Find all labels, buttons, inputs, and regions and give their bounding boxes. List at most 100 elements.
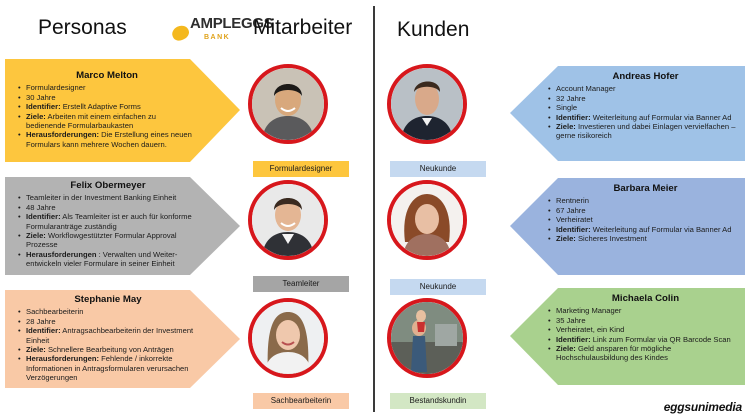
person-photo-icon xyxy=(391,68,463,140)
attribute-label: Ziele: xyxy=(556,234,576,244)
attribute-label: Ziele: xyxy=(26,345,46,355)
persona-card-felix-obermeyer: Felix Obermeyer Teamleiter in der Invest… xyxy=(5,177,240,275)
attribute-value: Sicheres Investment xyxy=(575,234,647,244)
persona-attribute: Formulardesigner xyxy=(18,83,196,93)
role-label-teamleiter: Teamleiter xyxy=(253,276,349,292)
persona-attribute: 48 Jahre xyxy=(18,203,198,213)
persona-attribute: Verheiratet xyxy=(548,215,743,225)
attribute-value: Erstellt Adaptive Forms xyxy=(60,102,141,112)
personas-heading: Personas xyxy=(38,16,127,39)
attribute-label: Ziele: xyxy=(556,344,576,354)
attribute-value: Rentnerin xyxy=(556,196,589,206)
attribute-value: Investieren und dabei Einlagen vervielfa… xyxy=(556,122,736,141)
persona-attribute: Ziele: Schnellere Bearbeitung von Anträg… xyxy=(18,345,198,355)
attribute-value: Verheiratet, ein Kind xyxy=(556,325,625,335)
persona-card-andreas-hofer: Andreas Hofer Account Manager32 JahreSin… xyxy=(510,66,745,161)
persona-attribute: Ziele: Arbeiten mit einem einfachen zu b… xyxy=(18,112,196,131)
persona-name: Andreas Hofer xyxy=(612,71,679,82)
attribute-value: Formulardesigner xyxy=(26,83,86,93)
persona-attributes: Teamleiter in der Investment Banking Ein… xyxy=(18,193,198,268)
persona-name: Barbara Meier xyxy=(613,183,678,194)
persona-card-stephanie-may: Stephanie May Sachbearbeiterin28 JahreId… xyxy=(5,290,240,388)
persona-name: Stephanie May xyxy=(74,294,142,305)
column-divider xyxy=(373,6,375,412)
avatar-felix-obermeyer xyxy=(248,180,328,260)
attribute-label: Ziele: xyxy=(26,231,46,241)
attribute-value: Weiterleitung auf Formular via Banner Ad xyxy=(590,112,732,122)
persona-attribute: Single xyxy=(548,103,743,113)
egg-icon xyxy=(169,23,192,43)
attribute-value: Teamleiter in der Investment Banking Ein… xyxy=(26,193,177,203)
mitarbeiter-heading: Mitarbeiter xyxy=(253,16,353,39)
persona-attribute: Identifier: Link zum Formular via QR Bar… xyxy=(548,334,743,345)
card-text: Felix Obermeyer Teamleiter in der Invest… xyxy=(18,180,198,269)
attribute-label: Herausforderungen: xyxy=(26,354,99,364)
persona-attribute: Ziele: Investieren und dabei Einlagen ve… xyxy=(548,122,743,141)
attribute-label: Identifier: xyxy=(556,334,591,344)
person-photo-icon xyxy=(391,302,463,374)
avatar-barbara-meier xyxy=(387,180,467,260)
role-label-sachbearbeiterin: Sachbearbeiterin xyxy=(253,393,349,409)
persona-attribute: 35 Jahre xyxy=(548,316,743,326)
card-text: Michaela Colin Marketing Manager35 Jahre… xyxy=(548,293,743,363)
persona-card-marco-melton: Marco Melton Formulardesigner30 JahreIde… xyxy=(5,59,240,162)
attribute-value: Fehlende / inkorrekte Informationen in A… xyxy=(26,354,189,383)
persona-attribute: Herausforderungen: Die Erstellung eines … xyxy=(18,130,196,149)
attribute-label: Herausforderungen: xyxy=(26,130,99,140)
persona-card-michaela-colin: Michaela Colin Marketing Manager35 Jahre… xyxy=(510,288,745,385)
persona-name: Michaela Colin xyxy=(611,293,680,304)
card-text: Barbara Meier Rentnerin67 JahreVerheirat… xyxy=(548,183,743,244)
attribute-value: 28 Jahre xyxy=(26,316,56,326)
attribute-value: Account Manager xyxy=(556,84,616,94)
ampleggs-bank-logo: AMPLEGGS BANK xyxy=(169,14,274,48)
attribute-label: Herausforderungen xyxy=(26,249,97,259)
avatar-stephanie-may xyxy=(248,298,328,378)
persona-name: Marco Melton xyxy=(76,70,138,81)
attribute-value: Die Erstellung eines neuen Formulars kan… xyxy=(26,130,192,149)
attribute-value: Weiterleitung auf Formular via Banner Ad xyxy=(590,224,732,234)
persona-attribute: Identifier: Als Teamleiter ist er auch f… xyxy=(18,212,198,231)
persona-attributes: Account Manager32 JahreSingleIdentifier:… xyxy=(548,84,743,140)
persona-attributes: Marketing Manager35 JahreVerheiratet, ei… xyxy=(548,306,743,362)
persona-attribute: Identifier: Weiterleitung auf Formular v… xyxy=(548,224,743,235)
attribute-label: Ziele: xyxy=(26,111,46,121)
persona-name: Felix Obermeyer xyxy=(70,180,146,191)
attribute-value: Schnellere Bearbeitung von Anträgen xyxy=(45,345,174,355)
eggsunimedia-brand: eggsunimedia xyxy=(663,400,742,414)
persona-attribute: 30 Jahre xyxy=(18,93,196,103)
card-text: Marco Melton Formulardesigner30 JahreIde… xyxy=(18,70,196,149)
persona-attribute: Teamleiter in der Investment Banking Ein… xyxy=(18,193,198,203)
attribute-value: : Verwalten und Weiter-entwickeln vieler… xyxy=(26,249,178,269)
persona-attribute: Verheiratet, ein Kind xyxy=(548,325,743,335)
card-text: Andreas Hofer Account Manager32 JahreSin… xyxy=(548,71,743,141)
attribute-value: 32 Jahre xyxy=(556,93,586,103)
persona-attribute: Marketing Manager xyxy=(548,306,743,316)
persona-attribute: Sachbearbeiterin xyxy=(18,307,198,317)
persona-attribute: Identifier: Antragsachbearbeiterin der I… xyxy=(18,326,198,345)
attribute-label: Identifier: xyxy=(556,224,591,234)
attribute-label: Identifier: xyxy=(26,102,61,112)
kunden-heading: Kunden xyxy=(397,18,470,41)
persona-attributes: Formulardesigner30 JahreIdentifier: Erst… xyxy=(18,83,196,149)
persona-attribute: Ziele: Geld ansparen für mögliche Hochsc… xyxy=(548,344,743,363)
attribute-value: Antragsachbearbeiterin der Investment Ei… xyxy=(26,326,194,345)
attribute-label: Ziele: xyxy=(556,122,576,132)
attribute-value: Verheiratet xyxy=(556,215,593,225)
avatar-marco-melton xyxy=(248,64,328,144)
persona-attribute: Herausforderungen: Fehlende / inkorrekte… xyxy=(18,354,198,382)
attribute-value: Workflowgestützter Formular Approval Pro… xyxy=(26,231,177,250)
attribute-label: Identifier: xyxy=(556,112,591,122)
role-label-bestandskundin: Bestandskundin xyxy=(390,393,486,409)
attribute-value: Geld ansparen für mögliche Hochschulausb… xyxy=(556,344,672,363)
avatar-andreas-hofer xyxy=(387,64,467,144)
attribute-label: Identifier: xyxy=(26,212,61,222)
person-photo-icon xyxy=(252,184,324,256)
attribute-value: 67 Jahre xyxy=(556,205,586,215)
role-label-formulardesigner: Formulardesigner xyxy=(253,161,349,177)
card-text: Stephanie May Sachbearbeiterin28 JahreId… xyxy=(18,294,198,383)
persona-attribute: Herausforderungen : Verwalten und Weiter… xyxy=(18,250,198,269)
role-label-neukunde: Neukunde xyxy=(390,161,486,177)
persona-card-barbara-meier: Barbara Meier Rentnerin67 JahreVerheirat… xyxy=(510,178,745,275)
attribute-value: Sachbearbeiterin xyxy=(26,307,84,317)
person-photo-icon xyxy=(252,302,324,374)
